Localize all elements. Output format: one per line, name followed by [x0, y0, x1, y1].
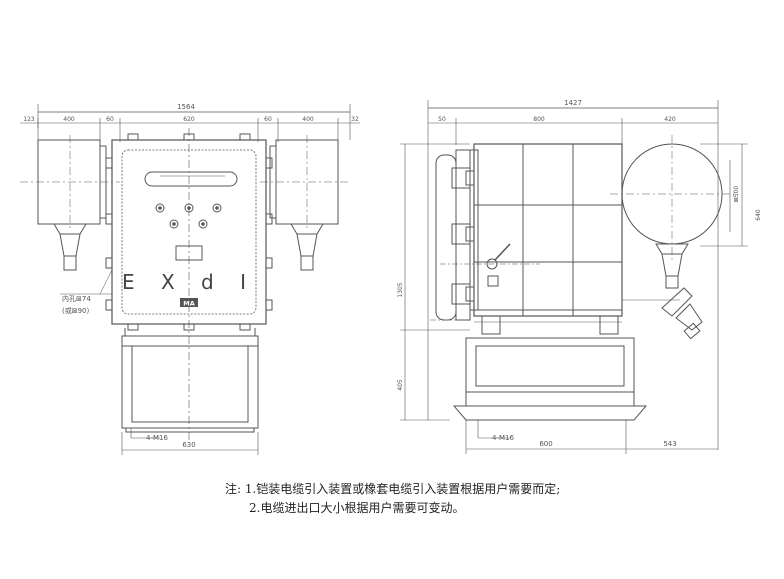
right-cable-gland — [290, 223, 324, 235]
left-cable-gland — [53, 223, 87, 235]
front-dim-seg-0: 123 — [23, 116, 35, 123]
side-bolt-label: 4-M16 — [492, 434, 514, 442]
side-dim-600: 600 — [539, 440, 552, 448]
side-dim-500: ⊠500 — [733, 186, 740, 203]
side-dim-height-total: 1305 — [397, 282, 404, 297]
side-dim-640: 640 — [755, 209, 762, 221]
side-door-frame — [455, 149, 471, 321]
front-dim-total: 1564 — [177, 103, 195, 111]
bolt-lug — [127, 133, 139, 141]
side-dim-seg-1: 800 — [533, 116, 545, 123]
display-window — [144, 171, 238, 187]
side-wheel — [481, 315, 501, 335]
front-dim-base-width: 630 — [182, 441, 195, 449]
drawing-notes: 注: 1.铠装电缆引入装置或橡套电缆引入装置根据用户需要而定; 2.电缆进出口大… — [225, 480, 560, 518]
side-cabinet — [473, 143, 623, 317]
explosion-proof-mark: E X d I — [122, 270, 256, 294]
enclosure-door — [121, 149, 257, 315]
indicator-lamp-icon — [155, 203, 165, 213]
ma-safety-badge — [180, 298, 198, 307]
door-hinge — [451, 167, 471, 189]
front-dim-seg-3: 620 — [183, 116, 195, 123]
base-sled — [121, 335, 259, 429]
note-line-2: 2.电缆进出口大小根据用户需要可变动。 — [249, 501, 465, 515]
front-dim-seg-2: 60 — [106, 116, 114, 123]
side-dim-seg-2: 420 — [664, 116, 676, 123]
front-bolt-label: 4-M16 — [146, 434, 168, 442]
angled-cable-gland — [661, 287, 693, 317]
side-dim-seg-0: 50 — [438, 116, 446, 123]
front-dim-seg-5: 400 — [302, 116, 314, 123]
front-dim-seg-1: 400 — [63, 116, 75, 123]
side-dim-543: 543 — [663, 440, 676, 448]
side-view: 1427 50 800 420 1305 405 — [397, 99, 762, 454]
hole-size-label: 内孔⊠74 — [62, 294, 91, 303]
side-dim-total: 1427 — [564, 99, 582, 107]
nameplate-frame — [175, 245, 203, 261]
front-dim-seg-4: 60 — [264, 116, 272, 123]
front-dim-seg-6: 32 — [351, 116, 359, 123]
side-dim-height-base: 405 — [397, 379, 404, 391]
note-line-1: 注: 1.铠装电缆引入装置或橡套电缆引入装置根据用户需要而定; — [225, 482, 561, 496]
hole-size-alt-label: (或⊠90) — [62, 306, 90, 315]
ma-badge-text: MA — [183, 300, 195, 308]
front-view: 1564 123 400 60 620 60 400 32 — [20, 103, 360, 455]
